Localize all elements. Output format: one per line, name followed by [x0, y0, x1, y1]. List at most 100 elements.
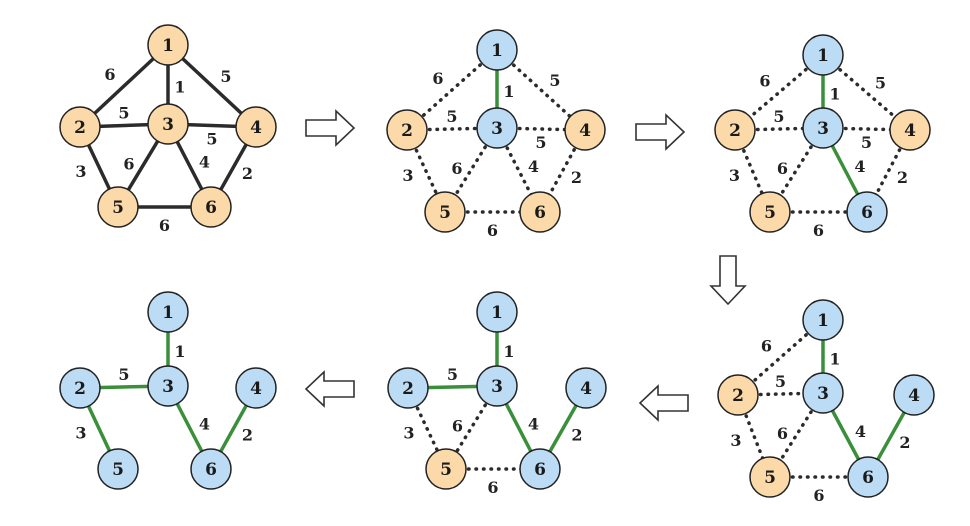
edge-weight-1-3: 1 [174, 78, 185, 97]
edge-weight-3-6: 4 [528, 157, 539, 176]
node-2-unvisited [386, 109, 428, 151]
node-label-2: 2 [729, 121, 741, 141]
node-label-1: 1 [491, 41, 503, 61]
node-label-3: 3 [162, 115, 174, 135]
edge-weight-2-3: 5 [118, 365, 129, 384]
node-label-6: 6 [861, 203, 873, 223]
edge-1-2-dotted [405, 48, 499, 132]
node-2-unvisited [59, 106, 101, 148]
node-label-5: 5 [440, 460, 452, 480]
node-6-visited [519, 448, 561, 490]
edge-weight-3-6: 4 [199, 153, 210, 172]
node-label-3: 3 [491, 119, 503, 139]
edge-weight-3-4: 5 [861, 133, 872, 152]
graph-step-6: 1 5 3 4 21 2 3 4 5 6 [59, 291, 277, 490]
edge-weight-3-5: 6 [451, 159, 462, 178]
node-label-2: 2 [74, 379, 86, 399]
node-1-visited [802, 299, 844, 341]
node-6-unvisited [519, 191, 561, 233]
edge-weight-1-4: 5 [220, 67, 231, 86]
edge-weight-3-6: 4 [855, 422, 866, 441]
node-label-1: 1 [162, 36, 174, 56]
node-label-2: 2 [732, 386, 744, 406]
node-label-6: 6 [205, 460, 217, 480]
edge-weight-5-6: 6 [487, 478, 498, 497]
node-4-unvisited [564, 109, 606, 151]
node-2-unvisited [714, 109, 756, 151]
edge-weight-4-6: 2 [242, 164, 253, 183]
edge-weight-2-5: 3 [75, 162, 86, 181]
edge-weight-5-6: 6 [487, 221, 498, 240]
arrow-left-icon [304, 370, 355, 408]
node-label-5: 5 [764, 468, 776, 488]
node-4-visited [235, 367, 277, 409]
edge-weights: 6 1 5 3 6 4 2 6 [730, 337, 910, 506]
node-1-unvisited [147, 24, 189, 66]
node-3-visited [476, 365, 518, 407]
edge-weight-1-3: 1 [503, 342, 514, 361]
edge-weight-4-6: 2 [897, 168, 908, 187]
edge-weight-2-5: 3 [730, 431, 741, 450]
node-label-4: 4 [580, 379, 592, 399]
node-2-visited [59, 367, 101, 409]
nodes: 1 2 3 4 5 6 [714, 34, 931, 233]
node-label-6: 6 [534, 203, 546, 223]
node-1-visited [476, 29, 518, 71]
edge-weight-1-2: 6 [761, 337, 772, 356]
edge-weight-5-6: 6 [159, 216, 170, 235]
node-3-unvisited [147, 103, 189, 145]
edge-weight-2-5: 3 [403, 424, 414, 443]
node-6-visited [190, 448, 232, 490]
node-label-5: 5 [439, 203, 451, 223]
edge-weight-4-6: 2 [571, 168, 582, 187]
node-label-6: 6 [862, 468, 874, 488]
node-label-4: 4 [250, 379, 262, 399]
edge-weight-3-5: 6 [777, 424, 788, 443]
nodes: 1 2 3 4 5 6 [59, 291, 277, 490]
edge-weight-1-3: 1 [829, 350, 840, 369]
edge-weight-1-3: 1 [174, 342, 185, 361]
edge-weight-2-5: 3 [729, 166, 740, 185]
node-4-unvisited [235, 106, 277, 148]
nodes: 1 2 3 4 5 6 [717, 299, 935, 498]
node-label-5: 5 [112, 460, 124, 480]
node-4-visited [893, 374, 935, 416]
edge-weight-3-6: 4 [854, 157, 865, 176]
node-6-visited [847, 456, 889, 498]
node-label-1: 1 [817, 311, 829, 331]
edge-weight-2-5: 3 [75, 424, 86, 443]
node-label-2: 2 [401, 121, 413, 141]
node-label-3: 3 [162, 377, 174, 397]
node-3-visited [802, 372, 844, 414]
edge-weight-1-4: 5 [875, 74, 886, 93]
edge-weight-1-4: 5 [549, 71, 560, 90]
node-label-4: 4 [579, 121, 591, 141]
node-3-visited [147, 365, 189, 407]
node-5-unvisited [425, 448, 467, 490]
node-label-2: 2 [74, 118, 86, 138]
edge-weight-2-3: 5 [118, 104, 129, 123]
node-5-unvisited [97, 186, 139, 228]
node-label-1: 1 [491, 303, 503, 323]
node-5-unvisited [749, 456, 791, 498]
node-5-unvisited [749, 191, 791, 233]
node-label-6: 6 [534, 460, 546, 480]
edge-weight-4-6: 2 [899, 433, 910, 452]
step-arrows [304, 109, 747, 422]
node-label-5: 5 [764, 203, 776, 223]
graph-steps: 6 1 5 5 5 3 6 4 2 6 1 2 3 4 5 6 6 1 5 5 5 3 6 4 2 6 1 2 3 4 5 6 6 1 5 5 5 3 6 4… [59, 24, 935, 506]
node-label-4: 4 [904, 121, 916, 141]
node-label-1: 1 [817, 46, 829, 66]
nodes: 1 2 3 4 5 6 [386, 29, 606, 233]
edge-weight-4-6: 2 [242, 426, 253, 445]
edge-weight-1-2: 6 [432, 69, 443, 88]
edge-weight-5-6: 6 [813, 221, 824, 240]
